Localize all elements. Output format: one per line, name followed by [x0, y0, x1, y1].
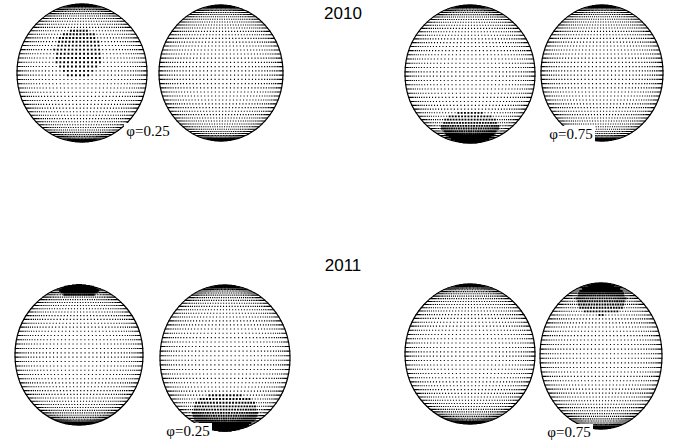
surface-dots	[541, 5, 664, 142]
surface-dots	[17, 4, 148, 143]
star-limb	[405, 5, 535, 143]
surface-dots	[15, 285, 144, 425]
star-limb	[160, 285, 290, 431]
star-spot	[59, 284, 99, 296]
star-limb	[17, 4, 147, 142]
star-spot	[575, 283, 626, 316]
surface-dots	[540, 283, 663, 430]
surface-dots	[405, 5, 536, 144]
surface-dots	[405, 284, 536, 425]
surface-dots	[159, 5, 284, 142]
star-limb	[159, 5, 283, 141]
star-spot	[53, 30, 101, 76]
phase-label: φ=0.75	[547, 126, 594, 143]
surface-dots	[160, 285, 291, 432]
year-label: 2010	[322, 5, 364, 24]
star-limb	[541, 5, 663, 141]
star-limb	[540, 283, 662, 429]
phase-label: φ=0.75	[545, 424, 592, 441]
star-limb	[15, 285, 143, 425]
star-limb	[405, 284, 535, 424]
star-spot	[441, 112, 500, 143]
phase-label: φ=0.25	[164, 423, 211, 440]
phase-label: φ=0.25	[124, 123, 171, 140]
year-label: 2011	[323, 257, 364, 276]
